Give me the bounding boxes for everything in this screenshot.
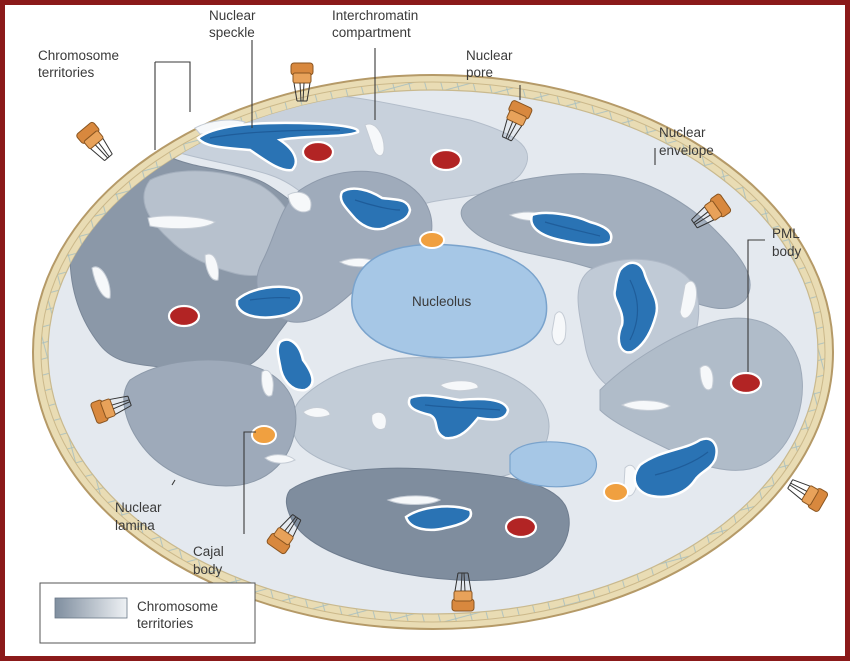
label-interchromatin-line2: compartment xyxy=(332,25,411,40)
label-nuclear-lamina-line2: lamina xyxy=(115,518,155,533)
label-pml-body-line2: body xyxy=(772,244,802,259)
legend: Chromosome territories xyxy=(40,583,255,643)
label-nuclear-speckle-line2: speckle xyxy=(209,25,255,40)
label-nucleolus: Nucleolus xyxy=(412,294,472,309)
label-nuclear-envelope-line2: envelope xyxy=(659,143,714,158)
label-chromosome-territories-line2: territories xyxy=(38,65,95,80)
label-cajal-body-line1: Cajal xyxy=(193,544,224,559)
label-nuclear-envelope-line1: Nuclear xyxy=(659,125,706,140)
label-nuclear-pore-line2: pore xyxy=(466,65,493,80)
label-nuclear-lamina-line1: Nuclear xyxy=(115,500,162,515)
label-pml-body-line1: PML xyxy=(772,226,800,241)
label-chromosome-territories-line1: Chromosome xyxy=(38,48,119,63)
legend-label-line1: Chromosome xyxy=(137,599,218,614)
nucleolus-small xyxy=(510,442,596,487)
label-nuclear-speckle-line1: Nuclear xyxy=(209,8,256,23)
label-nuclear-pore-line1: Nuclear xyxy=(466,48,513,63)
legend-label-line2: territories xyxy=(137,616,194,631)
label-cajal-body-line2: body xyxy=(193,562,223,577)
legend-swatch xyxy=(55,598,127,618)
label-interchromatin-line1: Interchromatin xyxy=(332,8,418,23)
